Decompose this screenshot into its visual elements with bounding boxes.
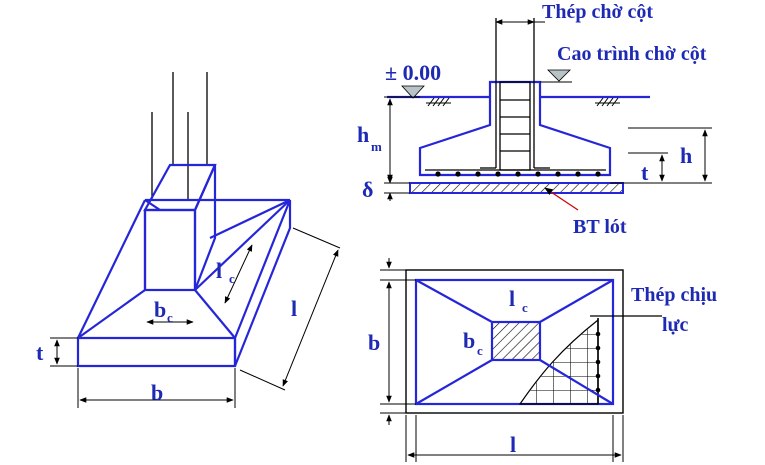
section-right-dimensions: [610, 127, 712, 184]
iso-column-rebars: [151, 72, 208, 200]
plan-lc-label: l: [509, 286, 515, 311]
soil-hatch-right: [595, 97, 620, 107]
ground-level-label: ± 0.00: [385, 60, 441, 85]
iso-bc-label: b: [154, 297, 166, 322]
plan-bc-label: b: [463, 328, 475, 353]
plan-lean-outline: [405, 269, 624, 414]
hm-label: h: [357, 122, 369, 147]
iso-bc-subscript: c: [167, 310, 173, 325]
plan-mesh-dots: [595, 331, 601, 393]
isometric-view: b t l b c l c: [36, 72, 341, 408]
section-stirrups: [499, 81, 531, 171]
iso-footing-slab: [76, 198, 292, 368]
lean-concrete-label: BT lót: [573, 216, 627, 238]
plan-slope-lines: [415, 279, 614, 405]
section-left-dimensions: [384, 96, 420, 201]
ground-level-marker: [401, 85, 425, 99]
plan-b-label: b: [368, 330, 380, 355]
section-footing-outline: [418, 80, 612, 177]
column-rebar-label: Thép chờ cột: [542, 1, 653, 23]
iso-lc-subscript: c: [229, 271, 235, 286]
plan-footing-outline: [414, 278, 615, 406]
plan-column: [490, 320, 542, 362]
plan-l-label: l: [510, 432, 516, 457]
column-level-marker: [547, 69, 571, 82]
iso-t-label: t: [36, 340, 44, 365]
iso-b-label: b: [151, 380, 163, 405]
h-label: h: [680, 143, 692, 168]
iso-dimensions: [50, 227, 341, 408]
plan-lc-subscript: c: [522, 300, 528, 315]
main-rebar-label-line1: Thép chịu: [631, 284, 717, 306]
section-t-label: t: [641, 160, 649, 185]
plan-view: l b l c b c Thép chịu lực: [368, 258, 717, 462]
section-column-bars: [480, 18, 550, 169]
section-view: Thép chờ cột Cao trình chờ cột ± 0.00 h …: [357, 1, 712, 238]
plan-bc-subscript: c: [477, 343, 483, 358]
delta-label: δ: [362, 177, 373, 202]
plan-dimensions: [380, 258, 624, 462]
hm-subscript: m: [371, 139, 382, 154]
section-lean-concrete: [409, 182, 624, 194]
lean-concrete-leader: [544, 187, 579, 211]
column-level-label: Cao trình chờ cột: [557, 43, 707, 65]
soil-hatch-left: [426, 97, 451, 107]
iso-column-pedestal: [143, 163, 217, 292]
section-rebar-dots: [435, 171, 601, 177]
iso-l-label: l: [291, 296, 297, 321]
iso-lc-label: l: [216, 258, 222, 283]
main-rebar-label-line2: lực: [662, 314, 689, 336]
